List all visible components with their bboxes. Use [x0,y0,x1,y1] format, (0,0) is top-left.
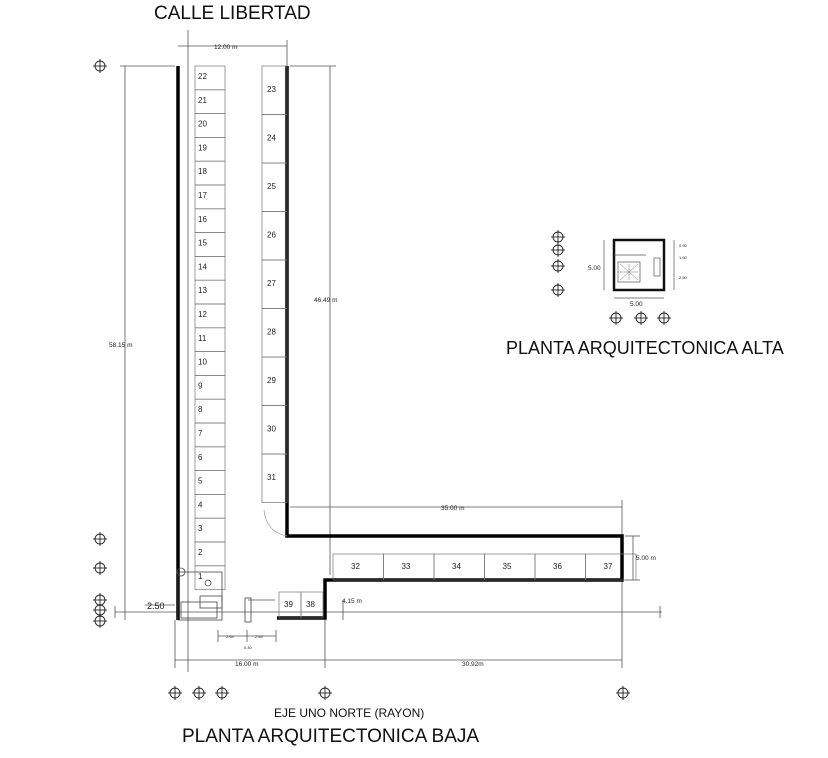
stall-number: 28 [267,328,276,337]
stall-number: 10 [198,358,207,367]
upper-dim-right-c: 2.50 [679,275,688,280]
dim-inner-length: 46.49 m [314,297,338,304]
stall-number: 2 [198,548,203,557]
stall-number: 32 [351,562,360,571]
ground-floor-plan-title: PLANTA ARQUITECTONICA BAJA [182,726,480,747]
dim-base-right: 30.92m [462,661,484,668]
dim-left-length: 58.15 m [109,342,133,349]
stall-number: 26 [267,231,276,240]
stall-number: 7 [198,429,203,438]
stall-number: 9 [198,381,203,390]
avenue-name-label: EJE UNO NORTE (RAYON) [274,706,425,720]
stall-number: 22 [198,72,207,81]
stall-number: 30 [267,425,276,434]
stall-number: 12 [198,310,207,319]
stall-number: 17 [198,191,207,200]
stall-outline [585,553,637,581]
bottom-stall-row: 32 33 34 35 36 37 [332,553,637,581]
stall-number: 21 [198,96,207,105]
stall-number: 19 [198,143,207,152]
upper-dim-right-a: 0.90 [679,243,688,248]
property-walls [176,66,624,620]
upper-floor-plan-title: PLANTA ARQUITECTONICA ALTA [506,338,784,358]
stall-number: 37 [604,562,613,571]
upper-dim-bottom: 5.00 [630,301,643,308]
stall-number: 39 [284,600,293,609]
stall-number: 31 [267,473,276,482]
stall-number: 35 [503,562,512,571]
entrance-area [176,567,252,623]
right-stall-column: 23 24 25 26 27 28 29 30 31 [261,65,288,503]
stall-number: 5 [198,477,203,486]
upper-dim-side: 5.00 [588,265,601,272]
stall-number: 3 [198,524,203,533]
street-name-title: CALLE LIBERTAD [154,3,311,24]
stall-number: 6 [198,453,203,462]
stall-number: 33 [402,562,411,571]
stall-number: 34 [452,562,461,571]
dim-right-height: 5.00 m [636,555,656,562]
dim-front-setback: 2.50 [147,601,165,611]
stall-number: 25 [267,182,276,191]
stall-number: 13 [198,286,207,295]
corner-curve [263,509,288,537]
stall-number: 24 [267,134,276,143]
stall-number: 15 [198,239,207,248]
dim-bottom-run: 35.00 m [441,505,465,512]
stall-outline [194,565,226,590]
stall-number: 38 [306,600,315,609]
dim-small-c: 0.40 [244,645,253,650]
stall-number: 18 [198,167,207,176]
stall-outline [261,453,288,503]
dim-base-left: 16.00 m [235,661,259,668]
stall-number: 36 [553,562,562,571]
stall-number: 14 [198,262,207,271]
upper-floor-plan [603,238,675,299]
stall-number: 1 [198,572,203,581]
stall-number: 11 [198,334,207,343]
stall-number: 23 [267,85,276,94]
stall-number: 8 [198,405,203,414]
stall-number: 16 [198,215,207,224]
front-stall-pair: 39 38 [278,591,324,619]
grid-axis-markers [93,59,671,700]
upper-dim-right-b: 1.60 [679,255,688,260]
stall-number: 27 [267,279,276,288]
stall-number: 20 [198,120,207,129]
dim-top-width: 12.00 m [214,44,238,51]
dimension-lines [114,30,662,672]
dim-small-b: 2.64 [255,634,264,639]
dim-small-a: 2.64 [226,634,235,639]
stall-outline [300,591,324,619]
stall-number: 29 [267,376,276,385]
stall-number: 4 [198,500,203,509]
dim-gap: 4.15 m [342,598,362,605]
